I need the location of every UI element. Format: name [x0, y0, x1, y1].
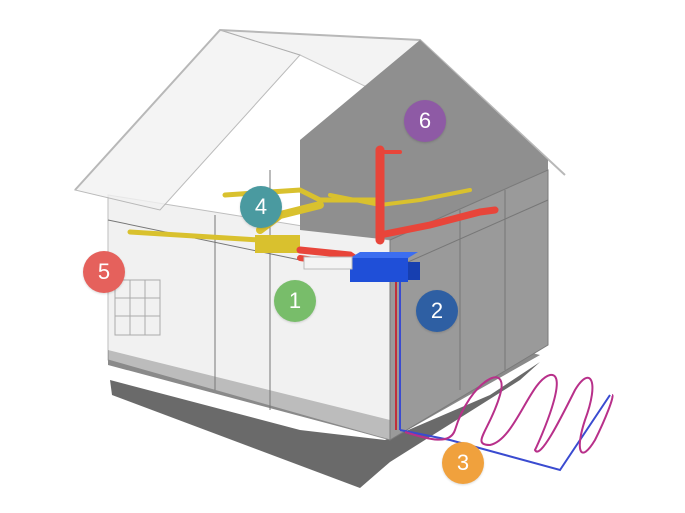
badge-1: 1 [274, 280, 316, 322]
roof-glass-left [74, 29, 301, 211]
badge-5: 5 [83, 251, 125, 293]
ground-loop-icon [399, 374, 614, 472]
badge-4: 4 [240, 186, 282, 228]
ventilation-unit-icon [303, 252, 420, 282]
badge-3: 3 [442, 442, 484, 484]
roof-edge [74, 28, 566, 191]
shelf-icon [114, 279, 161, 336]
ground-shadow [110, 362, 540, 488]
badge-6: 6 [404, 100, 446, 142]
badge-2: 2 [416, 290, 458, 332]
side-wall [389, 169, 549, 441]
